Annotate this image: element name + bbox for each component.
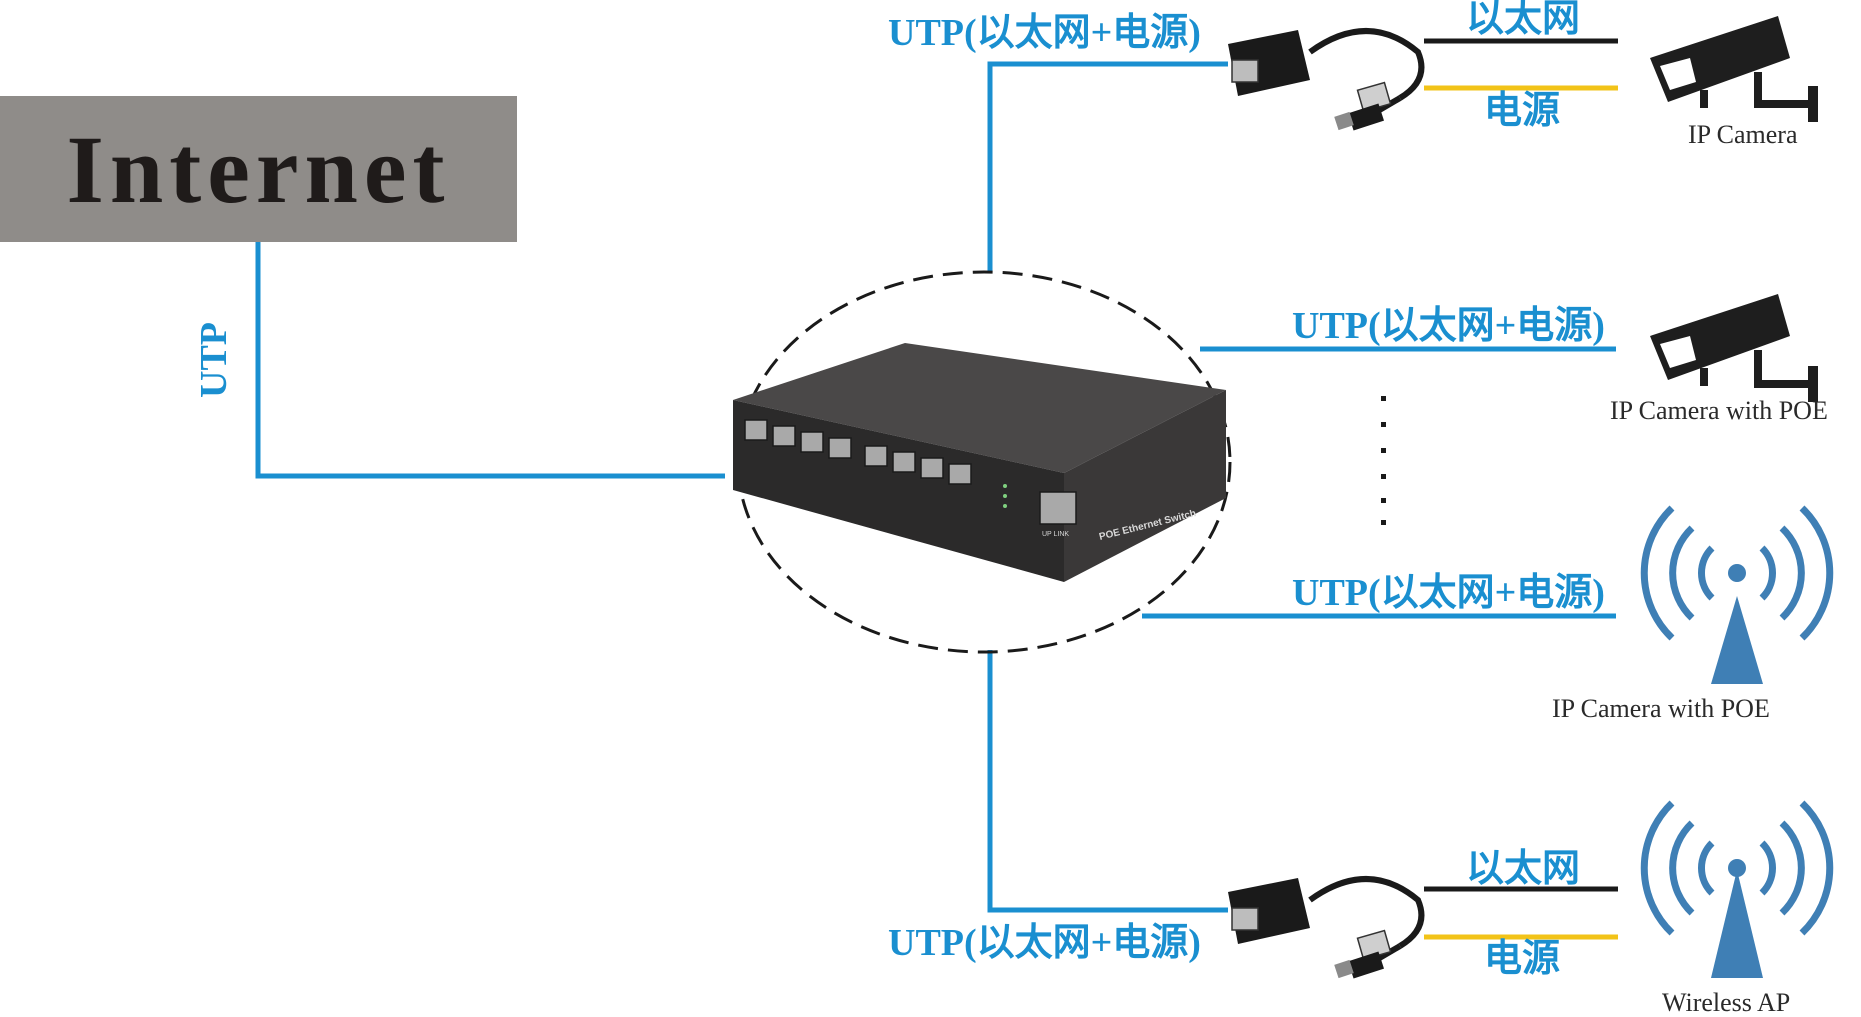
- uplink-cable: [255, 242, 725, 479]
- top-cable-label: UTP(以太网+电源): [888, 12, 1201, 54]
- bottom-splitter-icon: [1228, 876, 1425, 979]
- wireless-tower-icon: [1640, 505, 1834, 684]
- bottom-device-label: Wireless AP: [1662, 988, 1791, 1017]
- top-branch-cable: [987, 61, 1228, 272]
- bottom-power-label: 电源: [1484, 938, 1561, 980]
- uplink-utp-label: UTP: [193, 322, 235, 398]
- poe-switch-icon: [733, 343, 1226, 582]
- bottom-ethernet-label: 以太网: [1466, 848, 1581, 890]
- bottom-cable-label: UTP(以太网+电源): [888, 922, 1201, 964]
- top-ethernet-label: 以太网: [1466, 0, 1581, 40]
- camera-poe-cable-label: UTP(以太网+电源): [1292, 305, 1605, 347]
- top-power-label: 电源: [1484, 90, 1561, 132]
- top-splitter-icon: [1228, 28, 1425, 131]
- more-devices-dots: [1381, 396, 1386, 525]
- ap-poe-device-label: IP Camera with POE: [1552, 694, 1770, 723]
- cctv-camera-icon: [1650, 16, 1818, 122]
- switch-highlight-ellipse: [736, 270, 1232, 654]
- switch-uplink-port-label: UP LINK: [1042, 531, 1069, 538]
- cctv-camera-poe-icon: [1650, 294, 1818, 402]
- camera-poe-device-label: IP Camera with POE: [1610, 396, 1828, 425]
- ap-poe-cable-label: UTP(以太网+电源): [1292, 572, 1605, 614]
- internet-box: Internet: [0, 96, 517, 242]
- internet-label: Internet: [66, 115, 451, 223]
- top-device-label: IP Camera: [1688, 120, 1798, 149]
- bottom-branch-cable: [987, 650, 1228, 913]
- wireless-ap-icon: [1640, 800, 1834, 978]
